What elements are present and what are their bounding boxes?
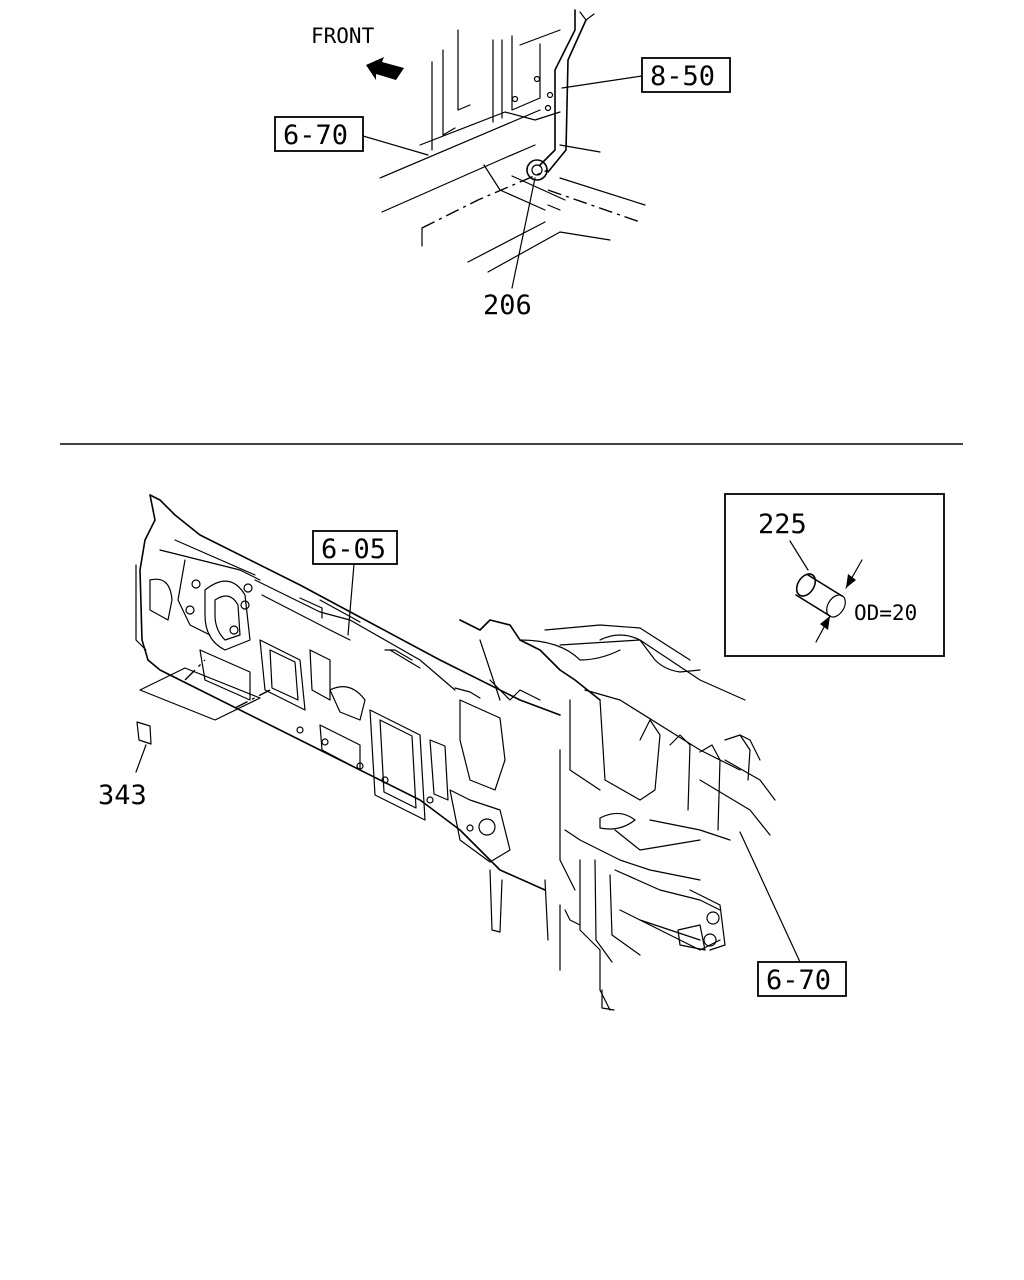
leader-line	[511, 177, 536, 289]
leader-line	[561, 75, 643, 89]
callout-box-8-50[interactable]	[641, 57, 731, 93]
floor-frame	[379, 109, 646, 273]
dimension-arrows	[815, 559, 863, 643]
insulator-pad	[139, 659, 271, 721]
floor-tunnel	[459, 619, 776, 1011]
callout-206[interactable]: 206	[483, 290, 532, 321]
upper-view: FRONT	[274, 9, 731, 321]
leader-line	[739, 831, 801, 963]
pad-343	[136, 721, 152, 745]
leader-line	[347, 563, 355, 636]
inset-part-225[interactable]: 225	[758, 509, 807, 540]
lower-view: 6-05 343 6-70	[98, 494, 847, 1011]
leader-line	[135, 744, 147, 773]
callout-box-6-70-upper[interactable]	[274, 116, 364, 152]
detail-inset: 225 OD=20	[724, 493, 945, 657]
callout-box-6-70-lower[interactable]	[757, 961, 847, 997]
callout-6-70-upper[interactable]: 6-70	[283, 120, 348, 151]
pillar-structure	[431, 11, 595, 151]
pipe	[526, 9, 587, 181]
leader-line	[789, 540, 809, 571]
inset-frame	[724, 493, 945, 657]
front-arrow-icon	[366, 57, 404, 80]
plug-225	[795, 573, 846, 618]
callout-box-6-05[interactable]	[312, 530, 398, 565]
grommet-206	[526, 159, 548, 181]
leader-line	[362, 135, 429, 156]
callout-6-05[interactable]: 6-05	[321, 534, 386, 565]
callout-6-70-lower[interactable]: 6-70	[766, 965, 831, 996]
front-label: FRONT	[311, 24, 375, 48]
inset-dimension-od: OD=20	[854, 601, 917, 625]
dash-panel	[135, 494, 561, 941]
callout-8-50[interactable]: 8-50	[650, 61, 715, 92]
callout-343[interactable]: 343	[98, 780, 147, 811]
